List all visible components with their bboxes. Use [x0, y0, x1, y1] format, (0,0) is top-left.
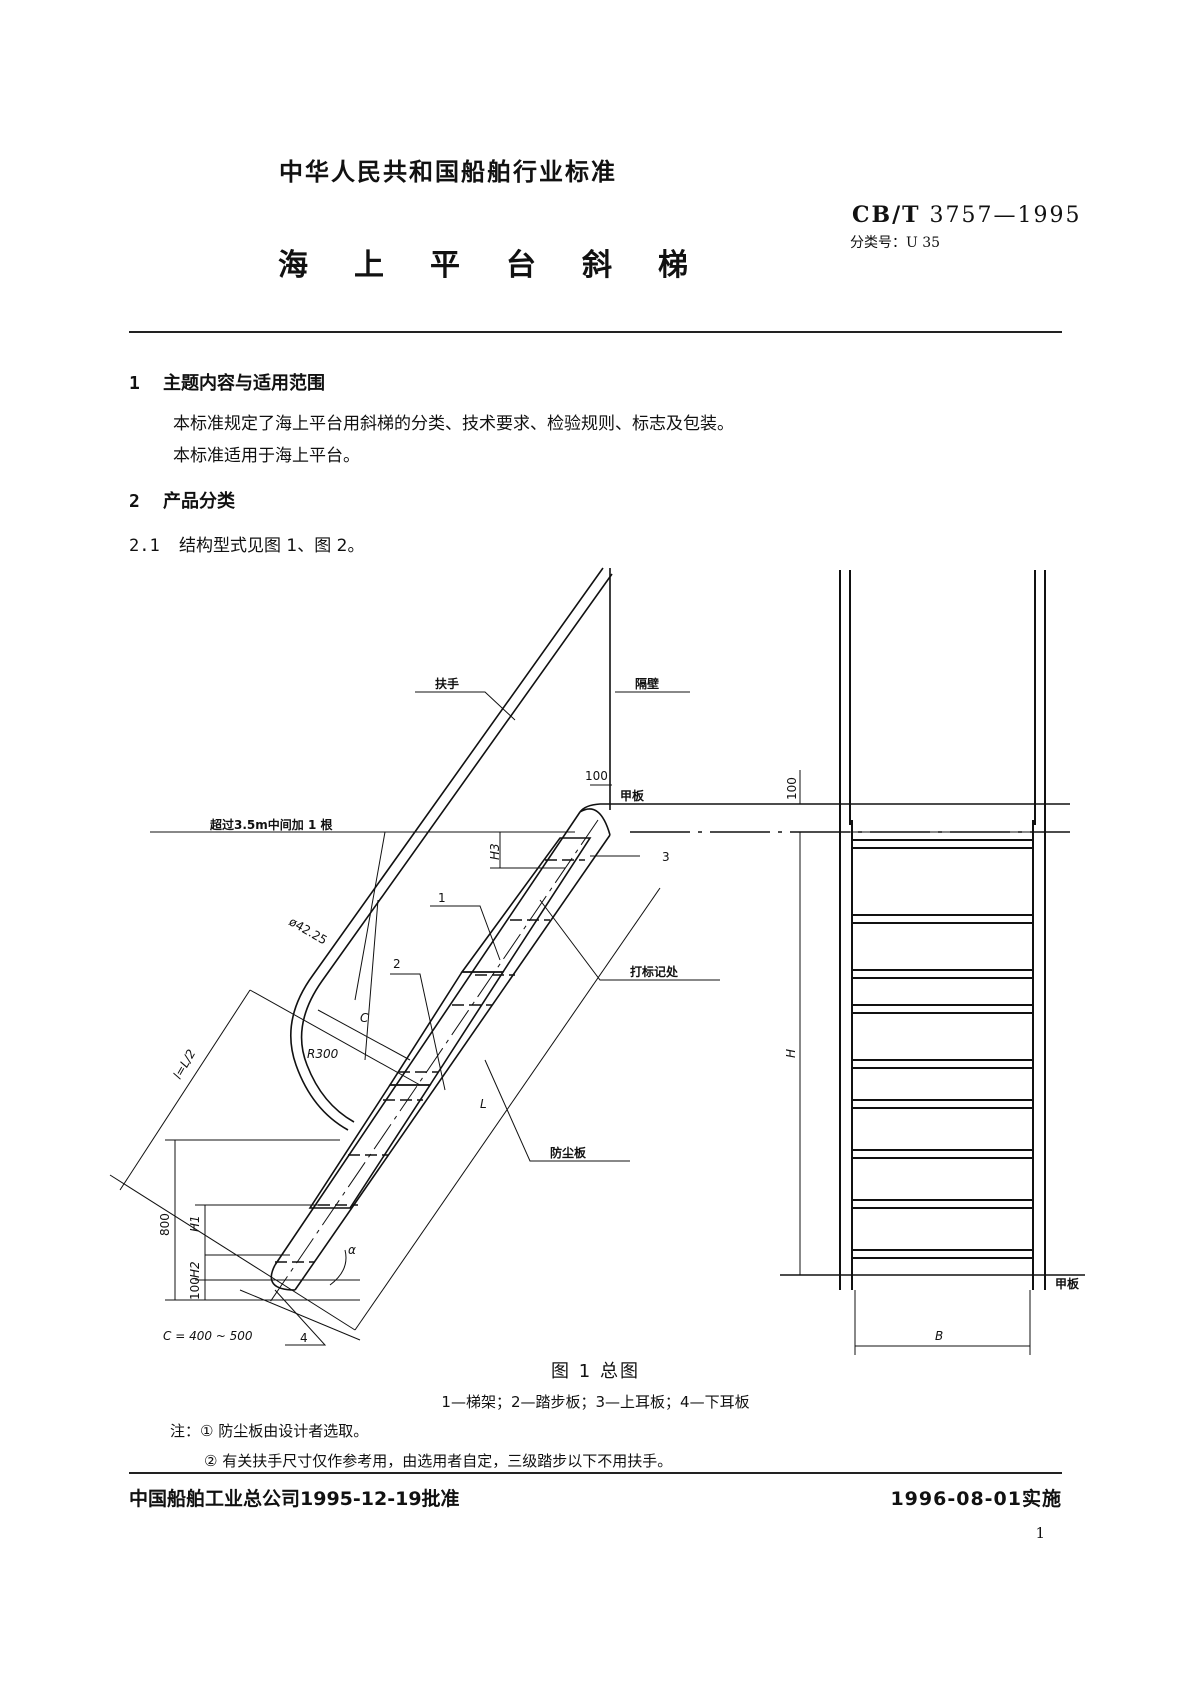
section-number: 2.1 [129, 536, 160, 556]
page-number: 1 [1035, 1524, 1045, 1542]
handrail [290, 567, 604, 1131]
label-extra-post: 超过3.5m中间加 1 根 [209, 817, 332, 832]
label-handrail: 扶手 [435, 676, 459, 691]
figure-caption: 图 1 总图 [551, 1361, 640, 1382]
label-diameter: ø42.25 [287, 914, 330, 947]
section-2-heading: 2 产品分类 [129, 487, 235, 513]
label-h3: H3 [488, 843, 502, 860]
step-plate [308, 1084, 432, 1209]
num-4: 4 [300, 1331, 308, 1345]
label-c-range: C = 400 ~ 500 [163, 1329, 253, 1343]
step-plate [460, 837, 592, 973]
section-title: 产品分类 [163, 491, 235, 512]
section-title: 主题内容与适用范围 [163, 373, 325, 394]
classification-number: 分类号：U 35 [850, 235, 941, 251]
approval-text: 中国船舶工业总公司1995-12-19批准 [129, 1488, 460, 1510]
label-marking: 打标记处 [630, 964, 679, 979]
section-1-paragraph-1: 本标准规定了海上平台用斜梯的分类、技术要求、检验规则、标志及包装。 [173, 414, 734, 434]
section-number: 2 [129, 491, 140, 512]
label-deck-right: 甲板 [1055, 1276, 1080, 1291]
note-2: ② 有关扶手尺寸仅作参考用，由选用者自定，三级踏步以下不用扶手。 [204, 1452, 673, 1470]
document-title: 海上平台斜梯 [278, 248, 734, 283]
standard-number: 3757—1995 [929, 203, 1082, 228]
section-number: 1 [129, 373, 140, 394]
num-3: 3 [662, 850, 670, 864]
section-text: 结构型式见图 1、图 2。 [179, 536, 365, 556]
figure-legend: 1—梯架；2—踏步板；3—上耳板；4—下耳板 [441, 1393, 750, 1411]
effective-date: 1996-08-01实施 [890, 1488, 1062, 1510]
section-1-paragraph-2: 本标准适用于海上平台。 [173, 446, 360, 466]
label-big-l: L [480, 1097, 487, 1111]
footer-rule [129, 1472, 1062, 1474]
label-c: C [360, 1011, 369, 1025]
dim-100-bottom: 100 [188, 1277, 202, 1300]
header-rule [129, 331, 1062, 333]
label-big-h: H [784, 1049, 798, 1058]
label-bulkhead: 隔壁 [635, 676, 659, 691]
dim-800: 800 [158, 1213, 172, 1236]
note-1: 注：① 防尘板由设计者选取。 [170, 1422, 369, 1440]
dim-100-side: 100 [785, 777, 799, 800]
num-1: 1 [438, 891, 446, 905]
num-2: 2 [393, 957, 401, 971]
dim-100-top: 100 [585, 769, 608, 783]
standard-code: CB/T 3757—1995 [852, 202, 1082, 228]
organization-title: 中华人民共和国船舶行业标准 [279, 158, 617, 186]
label-deck: 甲板 [620, 788, 645, 803]
label-alpha: α [348, 1243, 356, 1257]
label-r300: R300 [307, 1047, 339, 1061]
section-2-1: 2.1 结构型式见图 1、图 2。 [129, 531, 364, 556]
label-h2: H2 [188, 1261, 202, 1278]
label-h1: H1 [188, 1215, 202, 1232]
label-dust-plate: 防尘板 [550, 1145, 587, 1160]
standard-prefix: CB/T [852, 202, 921, 228]
label-big-b: B [935, 1329, 943, 1343]
stringer-lower [294, 834, 611, 1291]
section-1-heading: 1 主题内容与适用范围 [129, 369, 325, 395]
stringer-upper [274, 811, 581, 1266]
handrail-inner [300, 573, 613, 1123]
